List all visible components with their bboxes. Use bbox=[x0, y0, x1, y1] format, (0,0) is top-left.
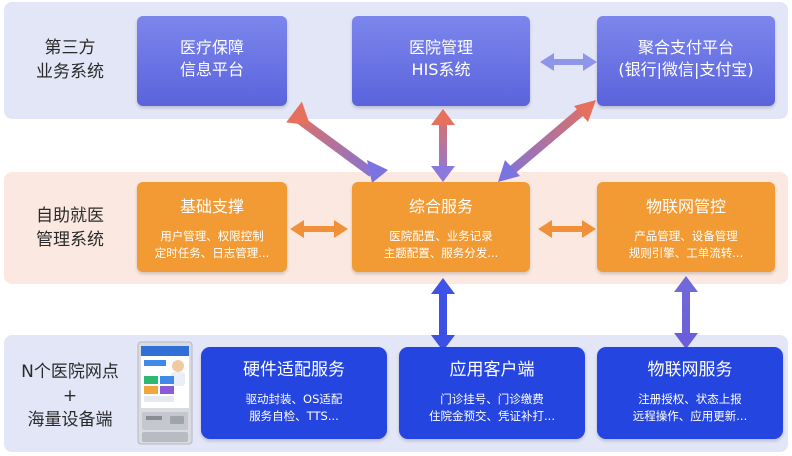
iot-control-box[interactable]: 物联网管控 产品管理、设备管理 规则引擎、工单流转... bbox=[597, 182, 775, 272]
payment-platform-box[interactable]: 聚合支付平台 (银行|微信|支付宝) bbox=[597, 16, 775, 106]
box-detail: 住院金预交、凭证补打... bbox=[429, 409, 555, 423]
row-label-third-party: 第三方 业务系统 bbox=[36, 38, 104, 82]
iot-service-box[interactable]: 物联网服务 注册授权、状态上报 远程操作、应用更新... bbox=[597, 347, 783, 439]
basic-support-box[interactable]: 基础支撑 用户管理、权限控制 定时任务、日志管理... bbox=[137, 182, 287, 272]
arrow-iot-control-to-iot-service bbox=[674, 276, 698, 349]
box-title: 基础支撑 bbox=[179, 197, 244, 216]
box-title: 物联网服务 bbox=[647, 360, 733, 380]
arrow-integrated-service-to-client bbox=[431, 278, 455, 351]
medical-insurance-platform-box[interactable]: 医疗保障 信息平台 bbox=[137, 16, 287, 106]
arrow-integrated-service-to-iot-control bbox=[538, 220, 596, 238]
box-detail: 注册授权、状态上报 bbox=[638, 392, 742, 406]
box-title: 聚合支付平台 bbox=[637, 38, 734, 57]
his-system-box[interactable]: 医院管理 HIS系统 bbox=[352, 16, 530, 106]
self-service-kiosk-icon bbox=[137, 341, 193, 445]
box-detail: 门诊挂号、门诊缴费 bbox=[440, 392, 544, 406]
row-label-self-service: 自助就医 管理系统 bbox=[36, 206, 104, 250]
arrow-medical-insurance-to-integrated-service bbox=[286, 101, 388, 183]
arrow-basic-support-to-integrated-service bbox=[290, 220, 348, 238]
box-detail: 医院配置、业务记录 bbox=[389, 229, 493, 243]
box-detail: 定时任务、日志管理... bbox=[154, 246, 270, 260]
box-detail: 产品管理、设备管理 bbox=[634, 229, 738, 243]
box-title: HIS系统 bbox=[411, 60, 471, 79]
application-client-box[interactable]: 应用客户端 门诊挂号、门诊缴费 住院金预交、凭证补打... bbox=[399, 347, 585, 439]
box-detail: 驱动封装、OS适配 bbox=[245, 392, 343, 406]
box-title: 应用客户端 bbox=[449, 360, 535, 380]
box-title: 信息平台 bbox=[179, 60, 244, 79]
box-title: 物联网管控 bbox=[645, 197, 726, 216]
arrow-his-to-payment bbox=[540, 53, 597, 71]
box-detail: 规则引擎、工单流转... bbox=[628, 246, 744, 260]
arrow-payment-to-integrated-service bbox=[498, 100, 596, 182]
box-title: 硬件适配服务 bbox=[243, 360, 345, 380]
box-title: 医院管理 bbox=[408, 38, 473, 57]
box-title: (银行|微信|支付宝) bbox=[618, 60, 754, 79]
hardware-adaptation-service-box[interactable]: 硬件适配服务 驱动封装、OS适配 服务自检、TTS... bbox=[201, 347, 387, 439]
box-detail: 远程操作、应用更新... bbox=[632, 409, 748, 423]
box-title: 综合服务 bbox=[408, 197, 473, 216]
arrow-his-to-integrated-service bbox=[431, 109, 455, 182]
box-detail: 用户管理、权限控制 bbox=[160, 229, 264, 243]
row-label-hospital-devices: N个医院网点 + 海量设备端 bbox=[21, 362, 119, 430]
integrated-service-box[interactable]: 综合服务 医院配置、业务记录 主题配置、服务分发... bbox=[352, 182, 530, 272]
box-detail: 主题配置、服务分发... bbox=[383, 246, 499, 260]
box-detail: 服务自检、TTS... bbox=[249, 409, 339, 423]
box-title: 医疗保障 bbox=[179, 38, 244, 57]
